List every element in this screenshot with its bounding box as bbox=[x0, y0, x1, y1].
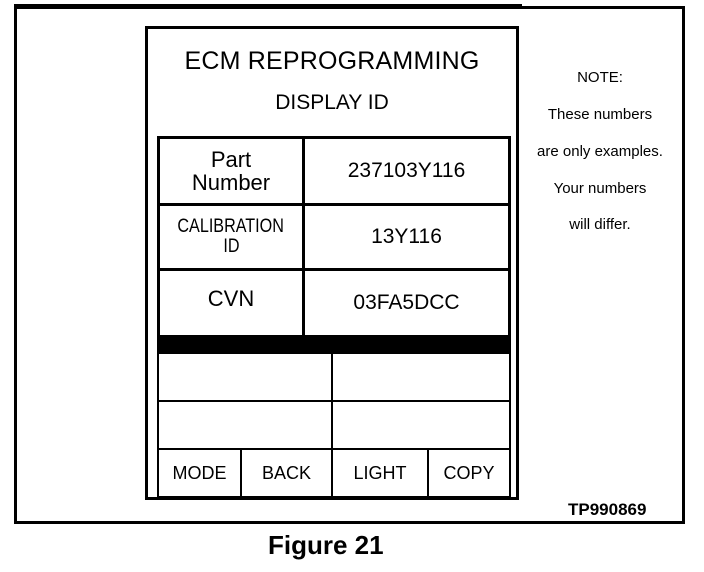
light-button-label: LIGHT bbox=[353, 462, 407, 483]
calibration-id-label-line1: CALIBRATION bbox=[177, 216, 285, 238]
calibration-id-value-text: 13Y116 bbox=[371, 224, 442, 248]
copy-button[interactable]: COPY bbox=[427, 448, 511, 498]
note-heading: NOTE: bbox=[577, 69, 623, 86]
empty-cell-left-1 bbox=[157, 352, 333, 402]
part-number-label: Part Number bbox=[157, 136, 305, 206]
cvn-label-text: CVN bbox=[207, 286, 255, 311]
note-line-4: will differ. bbox=[569, 216, 631, 233]
cvn-value-text: 03FA5DCC bbox=[353, 290, 460, 314]
mode-button[interactable]: MODE bbox=[157, 448, 242, 498]
empty-cell-right-1 bbox=[331, 352, 511, 402]
note-line-2: are only examples. bbox=[537, 143, 663, 160]
part-number-value-text: 237103Y116 bbox=[347, 158, 466, 182]
note-line-1: These numbers bbox=[547, 106, 653, 123]
back-button-label: BACK bbox=[261, 462, 312, 483]
calibration-id-label-line2: ID bbox=[222, 236, 240, 257]
mode-button-label: MODE bbox=[172, 462, 227, 483]
screen-title: ECM REPROGRAMMING bbox=[184, 47, 480, 75]
cvn-label: CVN bbox=[157, 268, 305, 338]
separator-bar bbox=[157, 336, 511, 354]
calibration-id-value: 13Y116 bbox=[302, 203, 511, 271]
back-button[interactable]: BACK bbox=[240, 448, 333, 498]
empty-cell-right-2 bbox=[331, 400, 511, 450]
part-number-value: 237103Y116 bbox=[302, 136, 511, 206]
note-line-3: Your numbers bbox=[553, 180, 647, 197]
figure-caption: Figure 21 bbox=[268, 530, 384, 560]
reference-code: TP990869 bbox=[568, 500, 647, 519]
cvn-value: 03FA5DCC bbox=[302, 268, 511, 338]
empty-cell-left-2 bbox=[157, 400, 333, 450]
light-button[interactable]: LIGHT bbox=[331, 448, 429, 498]
calibration-id-label: CALIBRATION ID bbox=[157, 203, 305, 271]
figure-frame bbox=[14, 6, 685, 524]
part-number-label-line2: Number bbox=[191, 170, 271, 195]
screen-subtitle: DISPLAY ID bbox=[275, 91, 389, 114]
display-id-grid: Part Number 237103Y116 CALIBRATION ID 13… bbox=[157, 136, 511, 500]
part-number-label-line1: Part bbox=[210, 146, 252, 172]
copy-button-label: COPY bbox=[443, 462, 495, 483]
